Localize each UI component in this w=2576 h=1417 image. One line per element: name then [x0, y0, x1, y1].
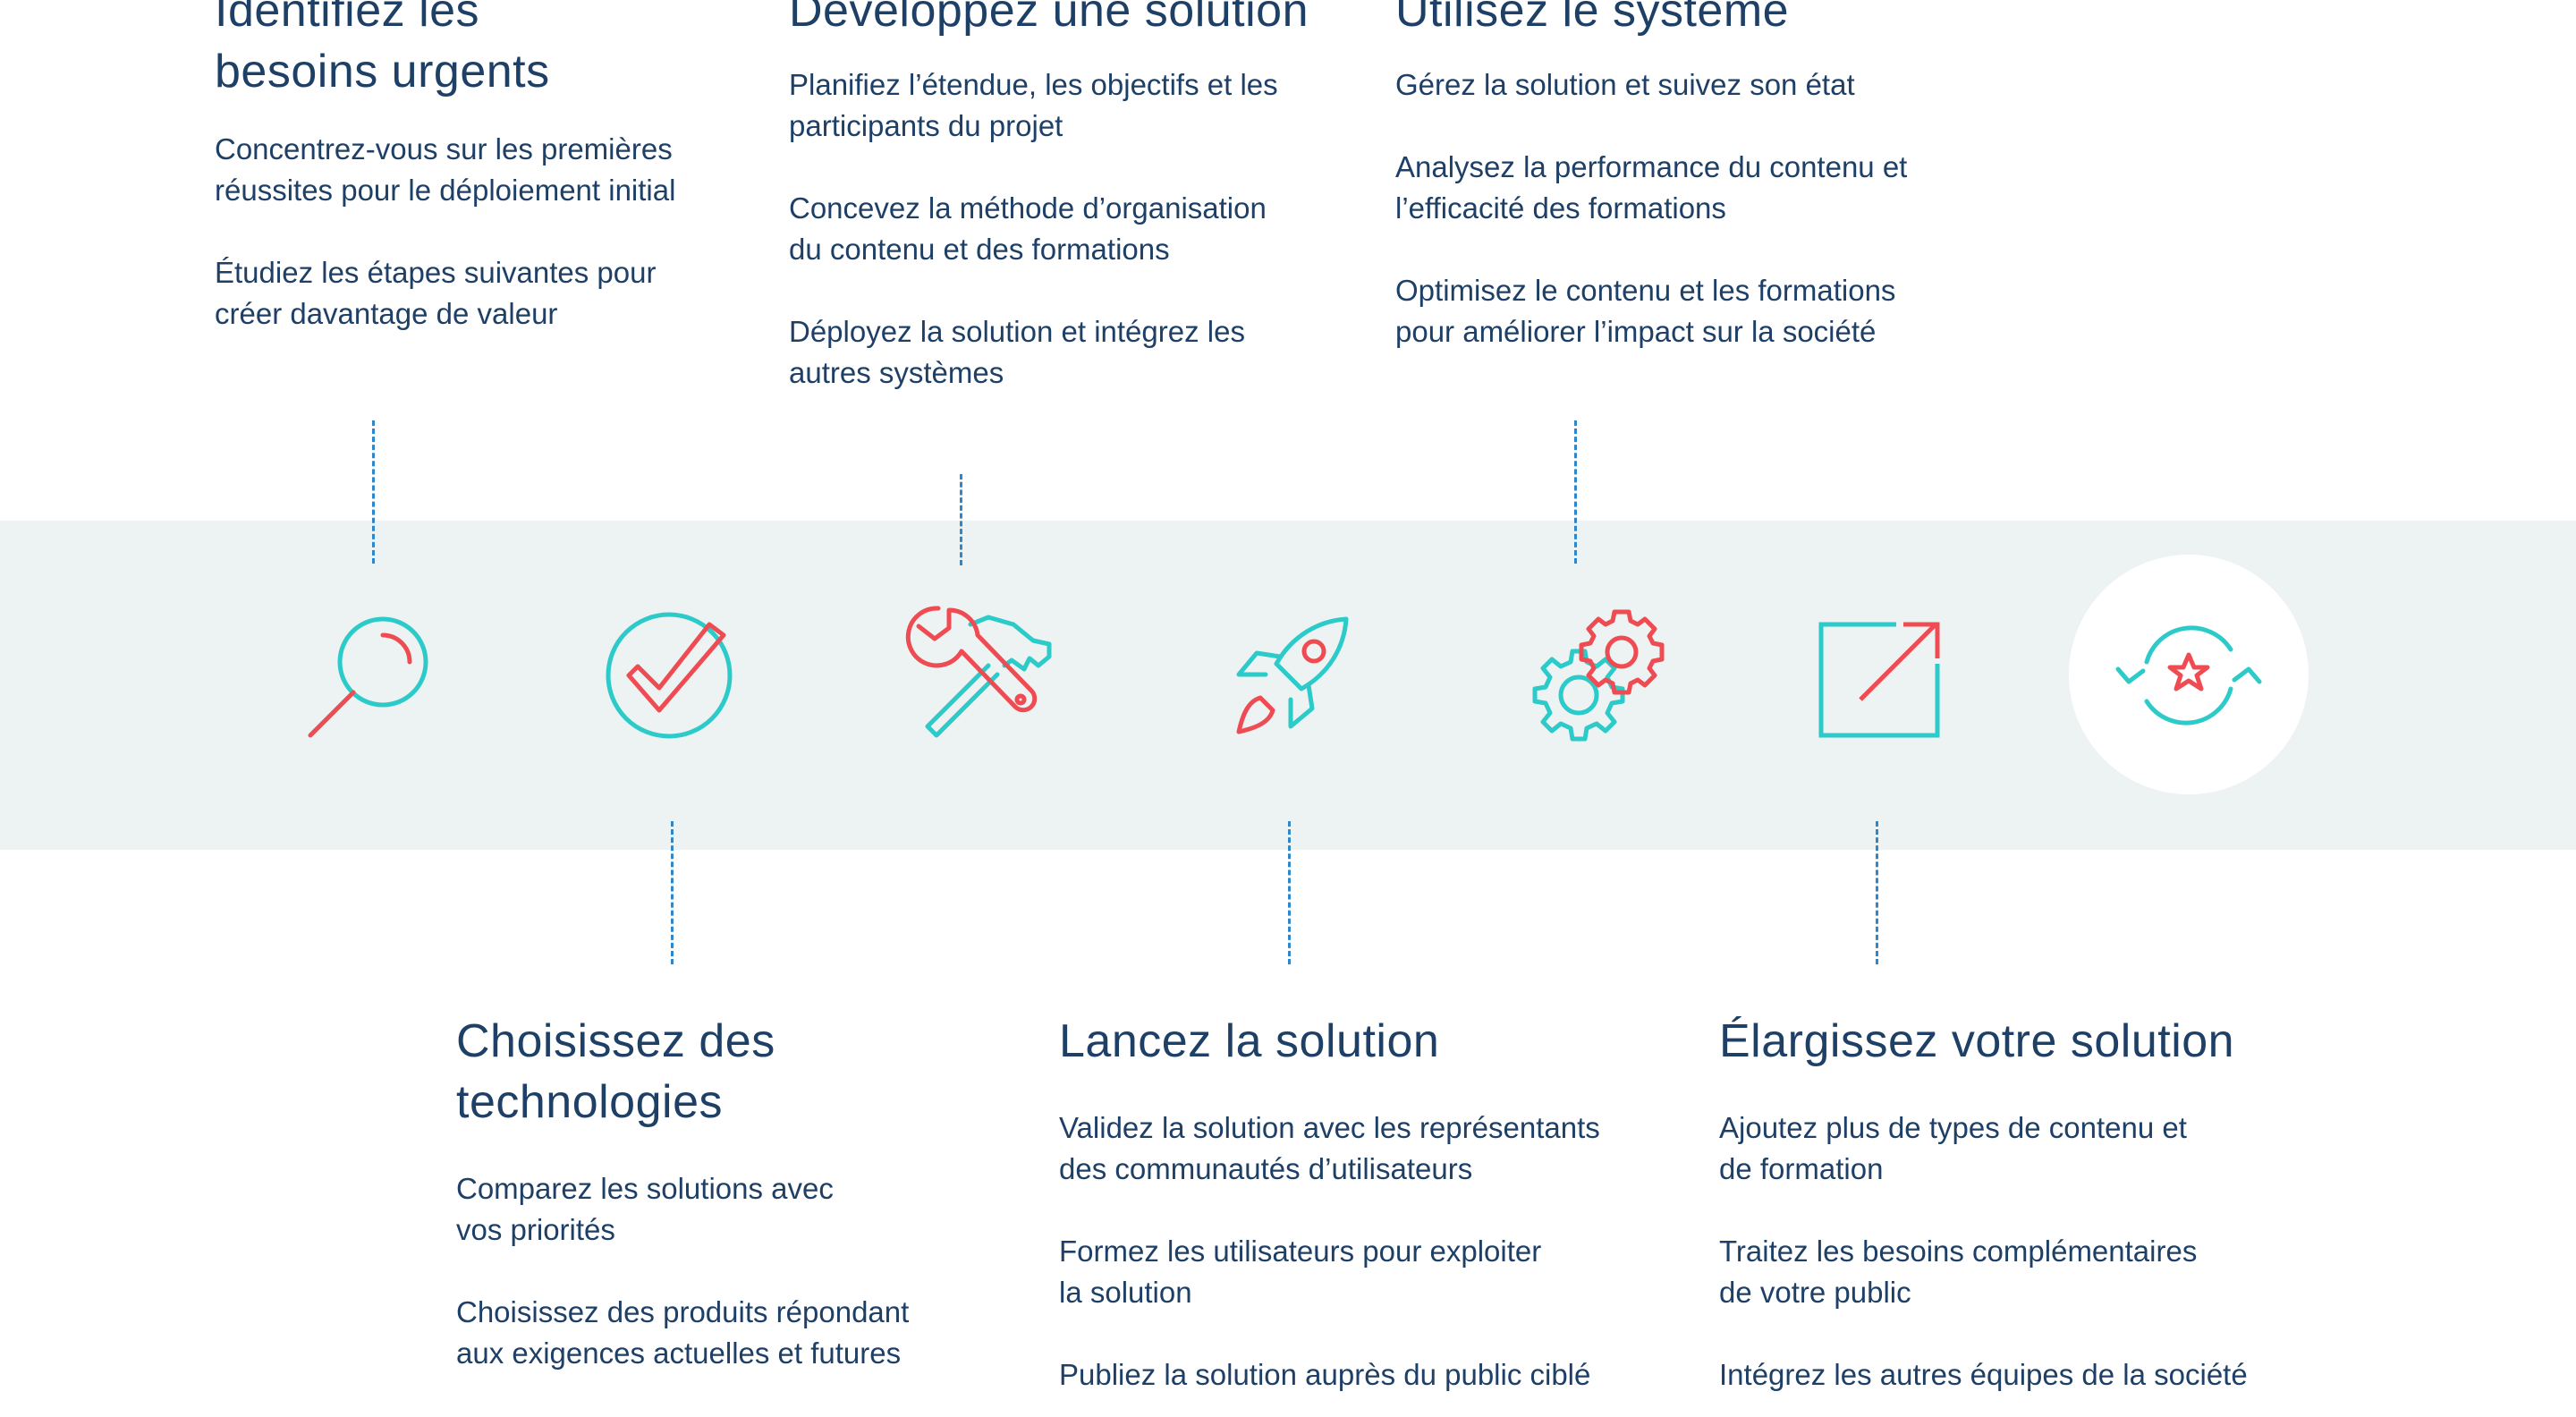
step-item: Publiez la solution auprès du public cib…	[1059, 1358, 1591, 1391]
step-choose: Choisissez des technologies Comparez les…	[456, 1011, 1011, 1374]
expand-arrow-icon	[1807, 599, 1959, 751]
connector-expand	[1876, 821, 1878, 964]
step-item: Gérez la solution et suivez son état	[1395, 68, 1855, 101]
highlight-circle	[2069, 555, 2309, 794]
step-item: Planifiez l’étendue, les objectifs et le…	[789, 68, 1278, 142]
step-title: Lancez la solution	[1059, 1015, 1440, 1067]
gears-icon	[1516, 599, 1668, 751]
step-title: Identifiez les besoins urgents	[215, 0, 550, 98]
step-title: Utilisez le système	[1395, 0, 1790, 37]
connector-choose	[671, 821, 674, 964]
connector-develop	[960, 474, 962, 565]
tools-icon	[899, 599, 1052, 751]
step-identify: Identifiez les besoins urgents Concentre…	[215, 0, 751, 335]
step-title: Choisissez des technologies	[456, 1015, 775, 1128]
connector-use	[1574, 420, 1577, 564]
step-use: Utilisez le système Gérez la solution et…	[1395, 0, 1968, 352]
connector-launch	[1288, 821, 1291, 964]
refresh-star-icon	[2113, 599, 2265, 751]
step-title: Développez une solution	[789, 0, 1309, 37]
step-develop: Développez une solution Planifiez l’éten…	[789, 0, 1361, 394]
step-title: Élargissez votre solution	[1719, 1015, 2235, 1067]
step-expand: Élargissez votre solution Ajoutez plus d…	[1719, 1011, 2327, 1396]
step-launch: Lancez la solution Validez la solution a…	[1059, 1011, 1667, 1396]
rocket-icon	[1221, 599, 1373, 751]
checkmark-circle-icon	[595, 599, 747, 751]
step-item: Intégrez les autres équipes de la sociét…	[1719, 1358, 2248, 1391]
magnifier-icon	[300, 599, 452, 751]
step-item: Validez la solution avec les représentan…	[1059, 1111, 1600, 1185]
connector-identify	[372, 420, 375, 564]
